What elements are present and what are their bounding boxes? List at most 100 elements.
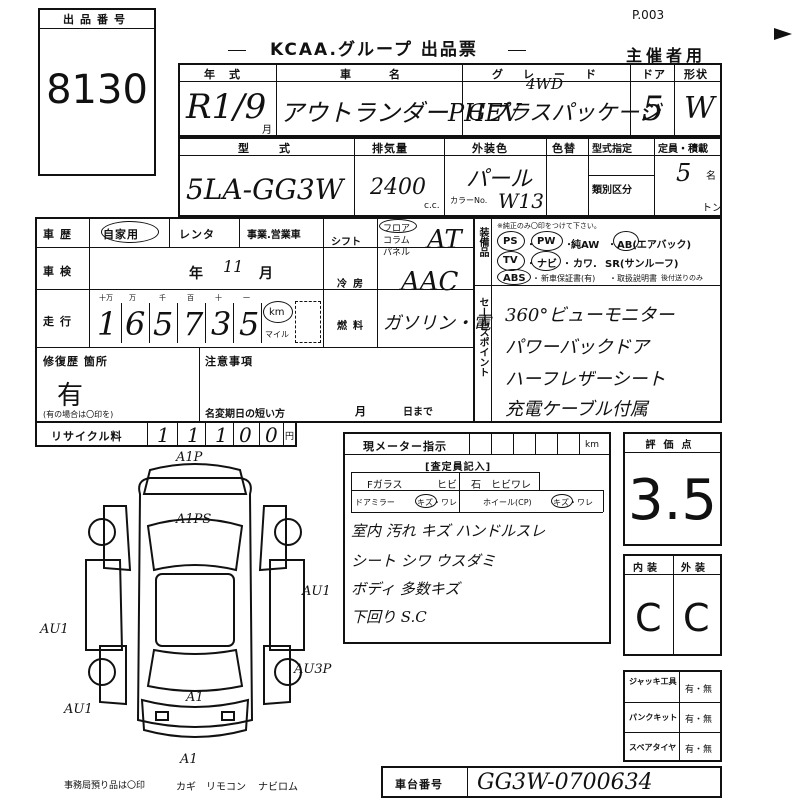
spare-options: 有・無 [685,745,713,755]
equipment-note: ※純正のみ〇印をつけて下さい。 [497,222,601,230]
f-glass-stone: 石 [471,480,481,491]
mileage-place-1k: 千 [159,294,166,302]
color-no-value: W13 [498,189,545,213]
recycle-unit: 円 [285,432,295,442]
grade-note: 4WD [526,75,563,93]
car-damage-diagram [85,463,305,738]
inspector-line-3: ボディ 多数キズ [351,580,460,598]
repair-value: 有 [57,381,84,411]
wheel-label: ホイール(CP) [483,498,532,507]
capacity-label: 定員・積載 [658,144,708,155]
history-option-rental: レンタ [179,228,215,241]
front-bumper-outline [142,463,248,495]
repair-label: 修復歴 箇所 [43,355,108,368]
puncture-label: パンクキット [629,713,678,722]
equip-sep-2: ・ [564,240,574,251]
jack-options: 有・無 [685,685,713,695]
year-value: R1/9 [186,87,267,127]
exterior-value: C [683,596,710,640]
wheel-front-left [88,518,116,546]
model-label: 型式 [238,142,320,155]
chassis-value: GG3W-0700634 [477,770,653,795]
mark-rear-bumper: A1 [180,752,198,767]
footer-item-navirom: ナビロム [258,782,298,793]
displacement-label: 排気量 [372,142,408,155]
notes-day-unit: 日まで [403,407,433,418]
jack-label: ジャッキ工具 [629,677,677,686]
office-note: 事務局預り品は〇印 [64,781,146,791]
grade-value: 3.5 [627,467,718,533]
mileage-km-circle [263,301,293,323]
door-mirror-options: キズ・ワレ [417,498,457,507]
equip-ab: AB(エアバック) [617,240,692,251]
inspector-line-1: 室内 汚れ キズ ハンドルスレ [351,522,546,540]
lot-number-box: 出品番号 8130 [38,8,156,176]
mark-hood: A1PS [176,512,212,527]
equip-warranty: 新車保証書(有) [541,274,596,283]
door-mirror-label: ドアミラー [355,498,395,507]
mileage-box [295,301,321,343]
notes-month-unit: 月 [355,405,367,418]
inspector-box: 現メーター指示 km [査定員記入] Fガラス ヒビ 石 ヒビワレ ドアミラー … [343,432,611,644]
mark-left-rear: AU1 [64,702,93,717]
mileage-place-10: 十 [215,294,222,302]
mileage-place-1: 一 [243,294,250,302]
model-value: 5LA-GG3W [186,173,344,206]
lot-number-label: 出品番号 [40,10,154,29]
shift-value: AT [427,225,462,255]
chassis-label: 車台番号 [395,778,443,791]
vehicle-row-1: 年式 車名 グレード ドア 形状 R1/9 月 アウトランダーPHEV 4WD … [178,63,722,137]
footer-item-remote: リモコン [206,782,246,793]
page-number: P.003 [632,8,665,22]
mark-roof-rear: A1 [186,690,204,705]
equip-leather: カワ. [573,259,597,270]
meter-label: 現メーター指示 [363,440,447,453]
left-rear-fender [99,645,127,706]
mark-right-rear: AU3P [294,662,332,677]
color-no-label: カラーNo. [450,196,488,205]
mileage-digit-4: 7 [183,305,204,343]
short-term-label: 名変期日の短い方 [205,409,285,420]
shift-option-panel: パネル [383,248,411,258]
history-mileage-block: 車歴 自家用 レンタ 事業.営業車 車検 年 11 月 走行 十万 万 千 百 … [35,217,491,423]
wheel-options: キズ・ワレ [553,498,593,507]
mark-front-bumper: A1P [176,450,203,465]
f-glass-options: ヒビ [437,480,457,491]
organizer-label: 主催者用 [626,46,707,65]
displacement-unit: c.c. [424,201,440,211]
corner-mark-icon [774,28,792,40]
sheet-title: KCAA.グループ 出品票 [270,40,478,60]
interior-value: C [635,596,662,640]
shift-label: シフト [331,237,361,248]
history-option-business: 事業.営業車 [247,230,301,241]
interior-label: 内装 [633,563,661,574]
lot-number-value: 8130 [46,67,148,113]
equip-pw-circle [531,231,563,251]
selling-point-2: パワーバックドア [505,337,649,358]
class-label: 類別区分 [592,185,632,196]
vehicle-row-2: 型式 排気量 外装色 色替 型式指定 類別区分 定員・積載 5LA-GG3W 2… [178,137,722,217]
name-label: 車名 [340,68,438,81]
year-label: 年式 [204,68,254,81]
mileage-place-10k: 万 [129,294,136,302]
wheel-front-right [274,518,302,546]
selling-points-side-label: セールスポイント [477,297,488,377]
mileage-digit-2: 6 [125,305,146,343]
load-unit: トン [702,203,722,214]
tools-box: ジャッキ工具 パンクキット スペアタイヤ 有・無 有・無 有・無 [623,670,722,762]
equip-tv-circle [497,251,525,271]
ac-label: 冷房 [337,279,369,290]
title-tick-left [228,50,246,51]
fuel-value: ガソリン・電 [383,313,491,334]
rear-window-outline [146,648,244,692]
shape-value: W [684,91,715,126]
mileage-digit-6: 5 [239,305,260,343]
right-doors [269,559,305,651]
meter-unit: km [585,440,599,450]
displacement-value: 2400 [370,175,426,200]
puncture-options: 有・無 [685,715,713,725]
inspection-month-value: 11 [223,257,244,276]
right-front-fender [258,505,287,572]
mileage-digit-1: 1 [97,305,118,343]
equip-aw: 純AW [571,240,600,251]
